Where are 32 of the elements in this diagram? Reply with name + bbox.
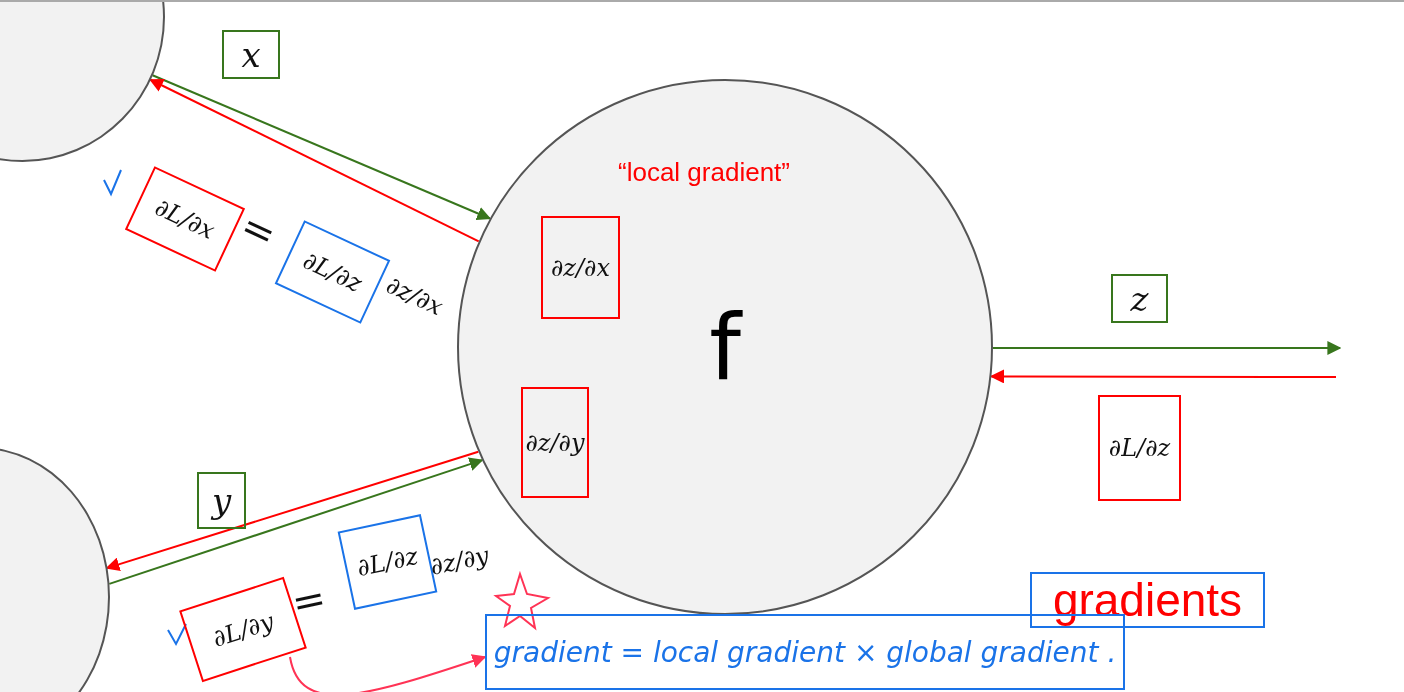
arrow <box>992 341 1342 355</box>
math-symbol: y <box>211 480 232 521</box>
math-symbol: x <box>241 34 261 75</box>
math-symbol: ∂L/∂y <box>209 606 277 653</box>
equals-sign: = <box>287 574 330 626</box>
math-symbol: ∂z/∂x <box>381 270 448 322</box>
equals-sign: = <box>233 202 284 258</box>
function-label: f <box>709 294 741 400</box>
math-symbol: ∂z/∂x <box>550 253 611 282</box>
math-symbol: z <box>1130 278 1149 319</box>
arrow <box>151 74 492 221</box>
math-box <box>521 387 589 498</box>
handwritten-note: gradient = local gradient × global gradient . <box>493 635 1117 669</box>
math-box <box>197 472 246 529</box>
text-box <box>1030 572 1265 628</box>
math-symbol: ∂z/∂y <box>427 541 492 581</box>
annotation-text: “local gradient” <box>618 157 790 188</box>
arrow <box>289 654 487 692</box>
math-box <box>222 30 280 79</box>
math-symbol: ∂L/∂z <box>354 541 421 583</box>
math-box <box>541 216 620 319</box>
math-box <box>1111 274 1168 323</box>
math-box <box>124 166 246 272</box>
arrow <box>149 78 480 243</box>
heading-text: gradients <box>1052 573 1243 627</box>
math-symbol: ∂z/∂y <box>525 428 585 457</box>
math-symbol: ∂L/∂x <box>150 193 220 245</box>
math-symbol: ∂L/∂z <box>298 246 367 298</box>
math-symbol: ∂L/∂z <box>1108 434 1171 462</box>
arrow <box>108 457 484 585</box>
math-box <box>1098 395 1181 501</box>
arrow <box>990 369 1337 384</box>
